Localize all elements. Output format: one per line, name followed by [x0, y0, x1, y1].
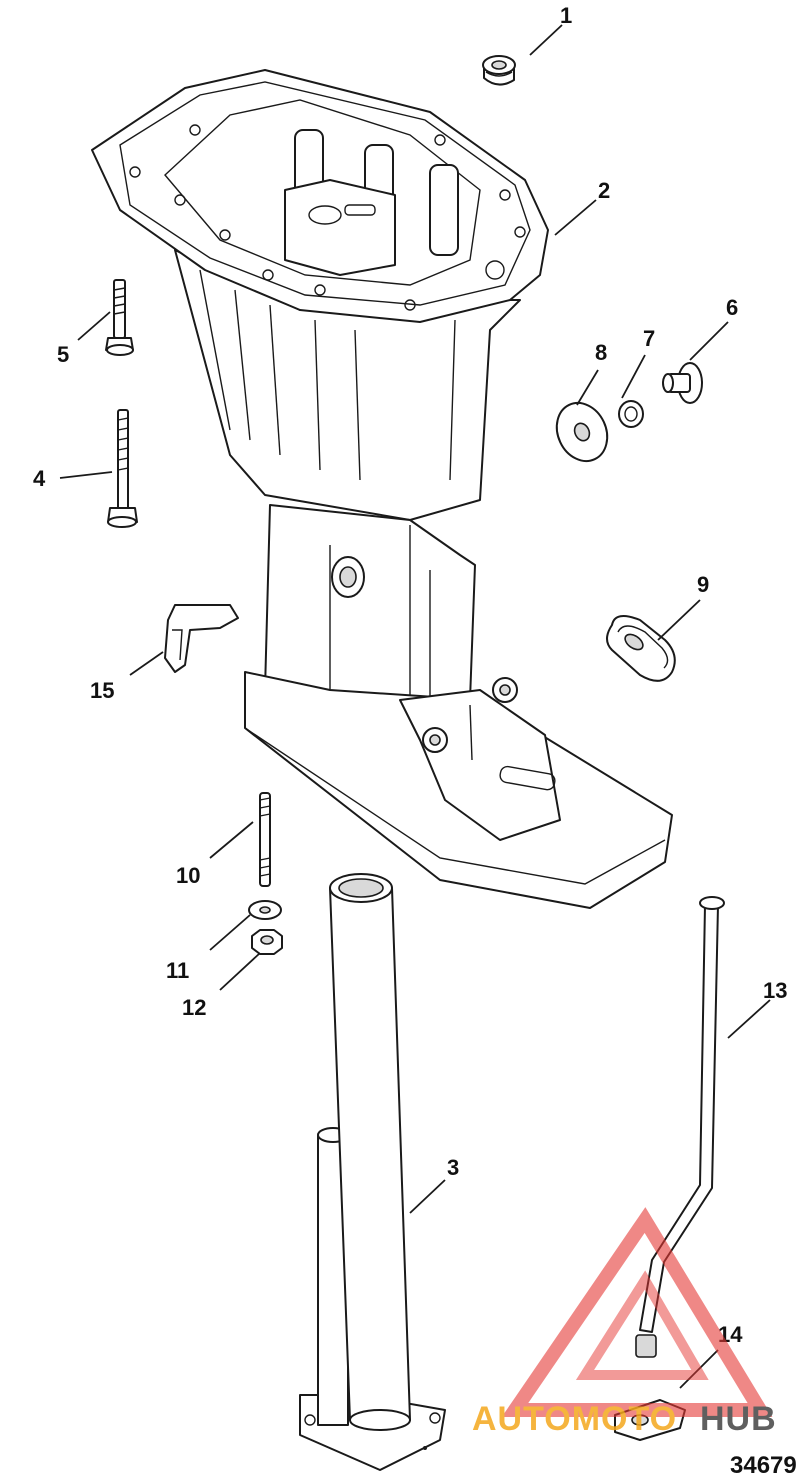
- long-screw: [107, 409, 138, 528]
- mount-stud: [662, 362, 703, 404]
- callout-7: 7: [643, 326, 655, 351]
- exhaust-tube: [299, 873, 446, 1471]
- callout-labels: 1 2 3 4 5 6 7 8 9 10 11 12 13 14 15: [33, 3, 787, 1347]
- lock-washer: [618, 400, 644, 428]
- callout-6: 6: [726, 295, 738, 320]
- grommet: [482, 55, 516, 86]
- watermark-brand-b: HUB: [700, 1400, 777, 1438]
- watermark-brand-a: AUTOMOTO: [472, 1400, 677, 1438]
- callout-15: 15: [90, 678, 114, 703]
- threaded-stud: [259, 792, 271, 887]
- callout-12: 12: [182, 995, 206, 1020]
- callout-5: 5: [57, 342, 69, 367]
- callout-4: 4: [33, 466, 46, 491]
- watermark-logo-triangle: [501, 1207, 773, 1417]
- callout-2: 2: [598, 178, 610, 203]
- flat-washer: [555, 401, 609, 463]
- callout-8: 8: [595, 340, 607, 365]
- retaining-clip: [164, 604, 239, 673]
- short-screw: [105, 279, 134, 356]
- leader-lines: [59, 24, 771, 1389]
- callout-3: 3: [447, 1155, 459, 1180]
- rubber-mount: [606, 615, 676, 682]
- hex-nut: [251, 929, 283, 955]
- callout-10: 10: [176, 863, 200, 888]
- automotohub-watermark: AUTOMOTO HUB: [472, 1207, 777, 1438]
- figure-number: 34679: [730, 1452, 797, 1479]
- callout-9: 9: [697, 572, 709, 597]
- callout-11: 11: [166, 958, 189, 983]
- washer-small: [248, 900, 282, 920]
- callout-13: 13: [763, 978, 787, 1003]
- callout-1: 1: [560, 3, 572, 28]
- drive-shaft-housing: [91, 69, 673, 909]
